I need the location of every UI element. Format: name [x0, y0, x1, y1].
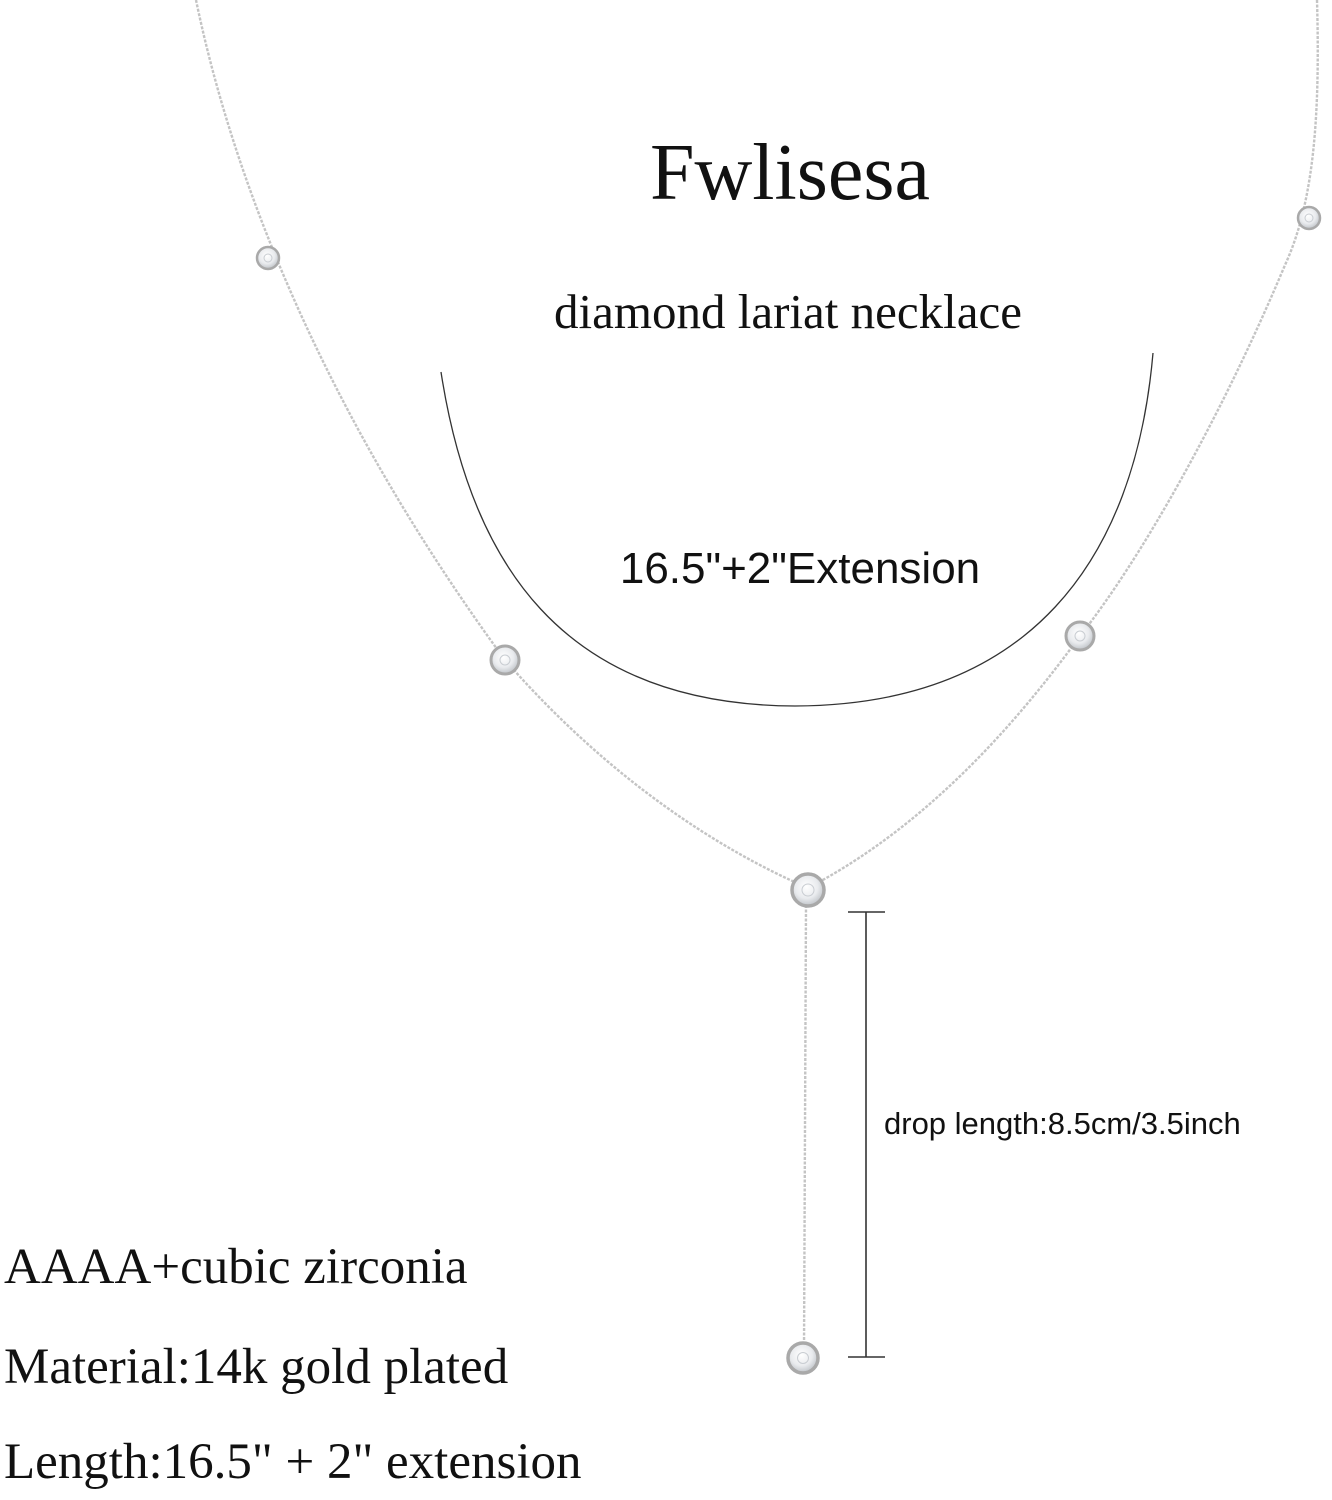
bezel-stone	[1064, 620, 1096, 652]
necklace-length-callout: 16.5"+2"Extension	[619, 544, 981, 593]
bezel-stone	[255, 245, 281, 271]
spec-stone: AAAA+cubic zirconia	[4, 1239, 468, 1295]
drop-length-callout: drop length:8.5cm/3.5inch	[884, 1106, 1241, 1141]
bezel-stone	[1296, 205, 1322, 231]
chain-right	[807, 0, 1319, 890]
spec-length: Length:16.5" + 2" extension	[4, 1434, 582, 1490]
bezel-stone	[489, 644, 521, 676]
center-bezel-stone	[790, 872, 826, 908]
chain-drop	[802, 904, 808, 1351]
brand-name: Fwlisesa	[650, 129, 930, 217]
drop-length-bracket	[848, 911, 885, 1358]
chain-left	[194, 0, 809, 890]
spec-material: Material:14k gold plated	[4, 1339, 509, 1395]
drop-bezel-stone	[786, 1341, 820, 1375]
product-subtitle: diamond lariat necklace	[554, 284, 1022, 339]
neckline-arc	[440, 352, 1154, 707]
